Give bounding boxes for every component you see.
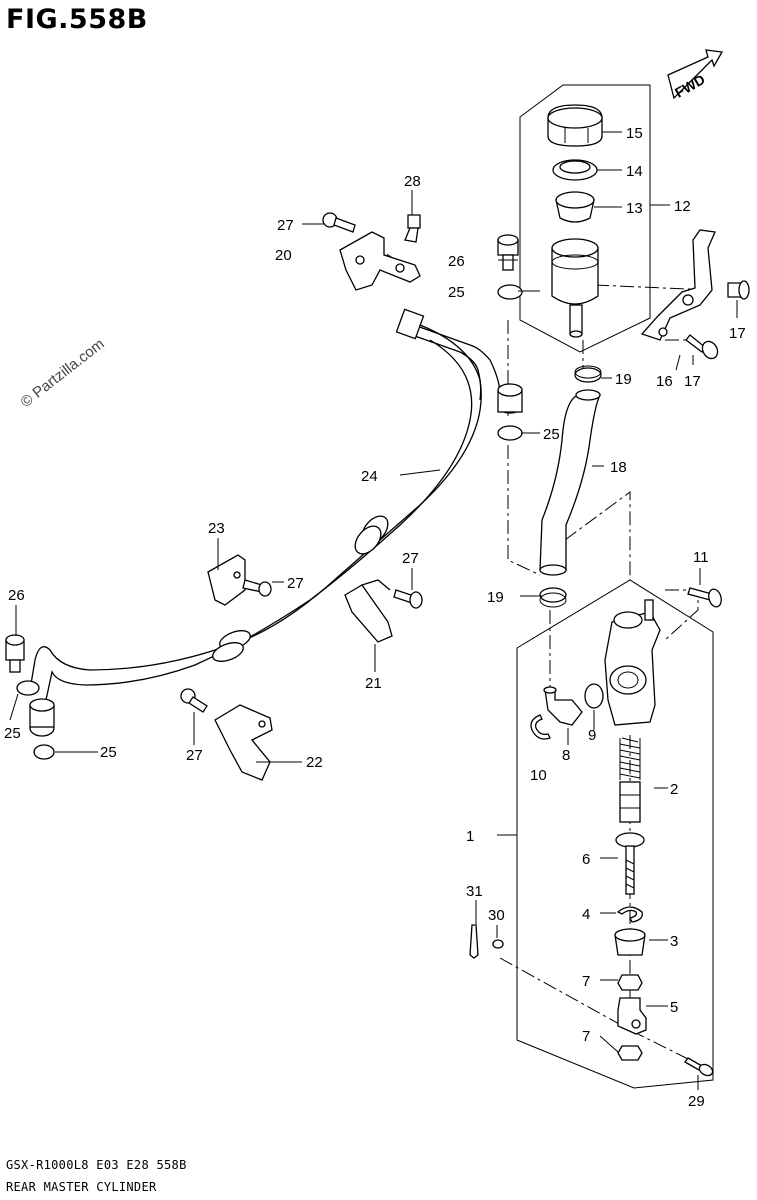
hose-clamp-22 [214, 704, 273, 781]
callout-13: 13 [626, 200, 643, 217]
callout-5: 5 [670, 999, 678, 1016]
callout-18: 18 [610, 459, 627, 476]
callout-25c: 25 [4, 725, 21, 742]
callout-16: 16 [656, 373, 673, 390]
piston [619, 781, 641, 823]
callout-11: 11 [693, 549, 709, 566]
lock-nut-lower [617, 1045, 643, 1061]
hose-clamp-21 [344, 579, 393, 643]
callout-27a: 27 [277, 217, 294, 234]
union-bolt-upper [497, 234, 519, 271]
callout-25b: 25 [543, 426, 560, 443]
o-ring [584, 683, 604, 709]
callout-3: 3 [670, 933, 678, 950]
screw-17a [727, 280, 750, 300]
sealing-washer-25d [33, 744, 55, 760]
hose-clamp-23 [207, 554, 246, 606]
callout-6: 6 [582, 851, 590, 868]
diagram-caption: REAR MASTER CYLINDER [6, 1180, 157, 1194]
master-cylinder-body [604, 599, 661, 726]
callout-19b: 19 [487, 589, 504, 606]
callout-20: 20 [275, 247, 292, 264]
figure-title: FIG.558B [6, 4, 148, 35]
callout-27c: 27 [402, 550, 419, 567]
callout-4: 4 [582, 906, 590, 923]
reservoir-group-outline [519, 84, 651, 353]
diaphragm-plate [552, 159, 598, 181]
callout-19a: 19 [615, 371, 632, 388]
fwd-arrow-icon: FWD [667, 49, 724, 101]
bolt-11 [687, 587, 722, 608]
callout-1: 1 [466, 828, 474, 845]
clevis-pin [684, 1057, 714, 1077]
reservoir-tank [551, 238, 599, 338]
bolt-27a [322, 212, 356, 233]
clevis [617, 997, 647, 1035]
lock-nut-upper [617, 974, 643, 991]
screw-17b [685, 334, 719, 360]
circlip [530, 714, 551, 740]
callout-31: 31 [466, 883, 483, 900]
sealing-washer-25b [497, 425, 523, 441]
callout-14: 14 [626, 163, 643, 180]
callout-9: 9 [588, 727, 596, 744]
callout-7a: 7 [582, 973, 590, 990]
callouts: 15 14 13 12 17 16 17 19 25 18 25 26 28 2… [4, 125, 746, 1110]
bolt-28 [404, 214, 421, 243]
reservoir-bracket [640, 229, 716, 341]
sealing-washer-25a [497, 284, 523, 300]
callout-24: 24 [361, 468, 378, 485]
hose-bracket-20 [339, 231, 421, 291]
callout-26a: 26 [448, 253, 465, 270]
union-bolt-left [5, 634, 25, 673]
hose-connector [543, 686, 583, 726]
callout-8: 8 [562, 747, 570, 764]
callout-21: 21 [365, 675, 382, 692]
callout-7b: 7 [582, 1028, 590, 1045]
sealing-washer-25c [16, 680, 40, 696]
cotter-pin [469, 924, 479, 959]
callout-25a: 25 [448, 284, 465, 301]
callout-25d: 25 [100, 744, 117, 761]
bolt-27c [393, 589, 423, 609]
hose-clamp-upper [574, 365, 602, 383]
callout-15: 15 [626, 125, 643, 142]
snap-ring [616, 906, 643, 923]
callout-17b: 17 [684, 373, 701, 390]
callout-28: 28 [404, 173, 421, 190]
reservoir-cap [547, 104, 603, 147]
callout-23: 23 [208, 520, 225, 537]
callout-27b: 27 [287, 575, 304, 592]
callout-30: 30 [488, 907, 505, 924]
callout-2: 2 [670, 781, 678, 798]
model-code: GSX-R1000L8 E03 E28 558B [6, 1158, 187, 1172]
callout-26b: 26 [8, 587, 25, 604]
callout-29: 29 [688, 1093, 705, 1110]
bolt-27d [180, 688, 208, 713]
callout-10: 10 [530, 767, 547, 784]
bolt-27b [242, 579, 272, 597]
leader-lines [9, 131, 738, 1090]
return-spring [619, 737, 641, 780]
callout-12: 12 [674, 198, 691, 215]
brake-hose [29, 308, 523, 737]
callout-17a: 17 [729, 325, 746, 342]
reservoir-hose [539, 394, 602, 571]
callout-27d: 27 [186, 747, 203, 764]
hose-clamp-lower [539, 587, 567, 608]
washer [492, 939, 504, 949]
callout-22: 22 [306, 754, 323, 771]
diaphragm [555, 191, 595, 223]
pushrod [615, 832, 645, 895]
